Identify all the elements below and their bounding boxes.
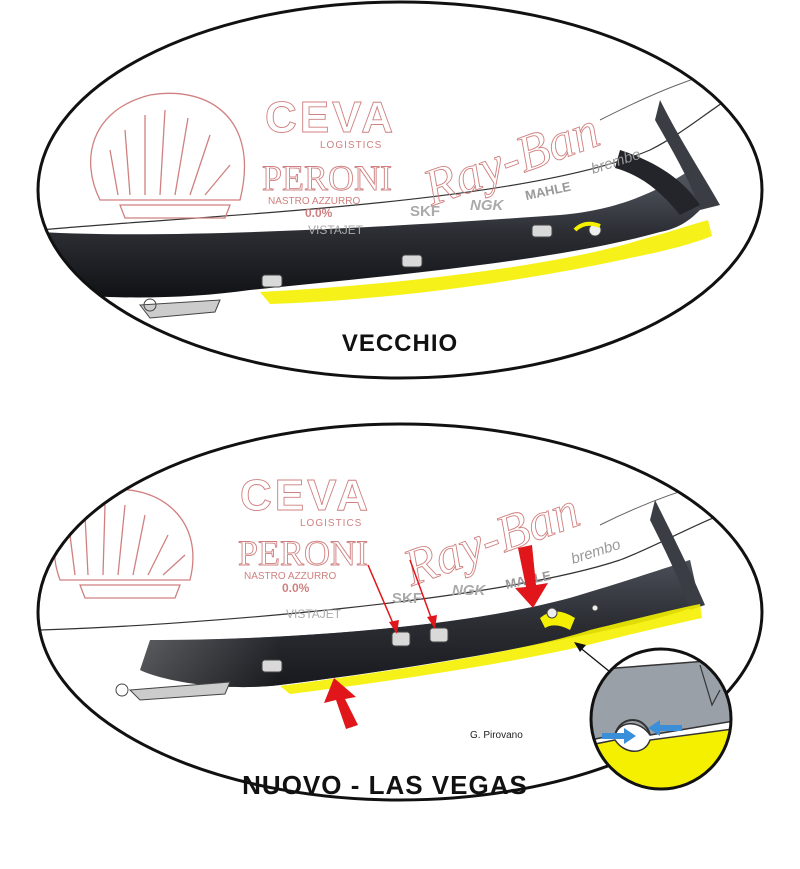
floor-body	[40, 170, 700, 298]
shell-logo	[89, 92, 246, 219]
floor-tab	[261, 274, 283, 288]
ceva-sub-text: LOGISTICS	[320, 140, 382, 151]
floor-tab	[401, 254, 423, 268]
flow-arrow	[602, 733, 624, 739]
ngk-text: NGK	[452, 582, 487, 599]
arrow-head	[389, 620, 399, 634]
peroni-sub-text: NASTRO AZZURRO	[244, 571, 336, 582]
panel-new-frame	[36, 422, 764, 802]
ngk-text: NGK	[470, 197, 505, 214]
caption-new: NUOVO - LAS VEGAS	[242, 770, 528, 800]
detail-inset-frame	[589, 647, 733, 791]
skf-text: SKF	[392, 590, 422, 607]
flow-arrow	[660, 725, 682, 731]
peroni-alc-text: 0.0%	[305, 206, 333, 220]
flow-arrow-head	[648, 720, 660, 736]
skf-text: SKF	[410, 203, 440, 220]
peroni-alc-text: 0.0%	[282, 581, 310, 595]
peroni-text: PERONI	[262, 158, 392, 198]
ceva-text: CEVA	[265, 93, 396, 142]
floor-tab	[391, 631, 411, 647]
thin-arrow	[409, 559, 434, 624]
ceva-sub-text: LOGISTICS	[300, 518, 362, 529]
arrow-head	[427, 615, 437, 629]
inset-pointer-head	[574, 642, 586, 652]
red-arrows	[324, 545, 548, 729]
panel-old-frame	[36, 0, 764, 380]
floor-edge-highlight	[280, 604, 702, 694]
peroni-sub-text: NASTRO AZZURRO	[268, 196, 360, 207]
floor-tab	[429, 627, 449, 643]
floor-tab	[531, 224, 553, 238]
ceva-text: CEVA	[240, 471, 371, 520]
flow-arrow-head	[624, 728, 636, 744]
detail-inset	[589, 647, 733, 791]
thick-arrow	[324, 678, 358, 729]
panel-old	[38, 2, 762, 378]
floor-edge-highlight	[260, 220, 712, 304]
author-credit: G. Pirovano	[470, 730, 523, 741]
vistajet-text: VISTAJET	[308, 223, 364, 237]
thick-arrow	[515, 545, 548, 608]
vistajet-text: VISTAJET	[286, 607, 342, 621]
peroni-text: PERONI	[238, 533, 368, 573]
thin-arrow	[367, 564, 396, 629]
floor-tab	[261, 659, 283, 673]
caption-old: VECCHIO	[341, 330, 459, 357]
